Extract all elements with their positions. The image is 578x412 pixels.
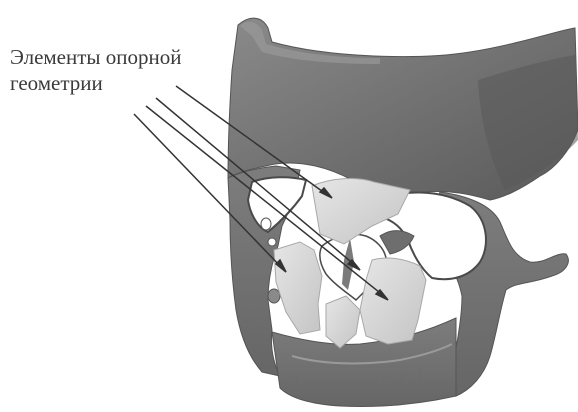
orbit-hole-small-2: [268, 238, 276, 246]
zygomatic-bump: [268, 289, 280, 303]
left-orbit: [248, 177, 306, 232]
annotation-label: Элементы опорной геометрии: [10, 44, 182, 96]
annotation-line-2: геометрии: [10, 70, 182, 96]
reference-plate-right: [360, 258, 426, 344]
reference-plate-lower: [326, 296, 360, 348]
reference-plate-left: [274, 242, 322, 334]
orbit-hole-small: [261, 218, 271, 230]
turbinate: [380, 231, 414, 254]
annotation-line-1: Элементы опорной: [10, 44, 182, 70]
